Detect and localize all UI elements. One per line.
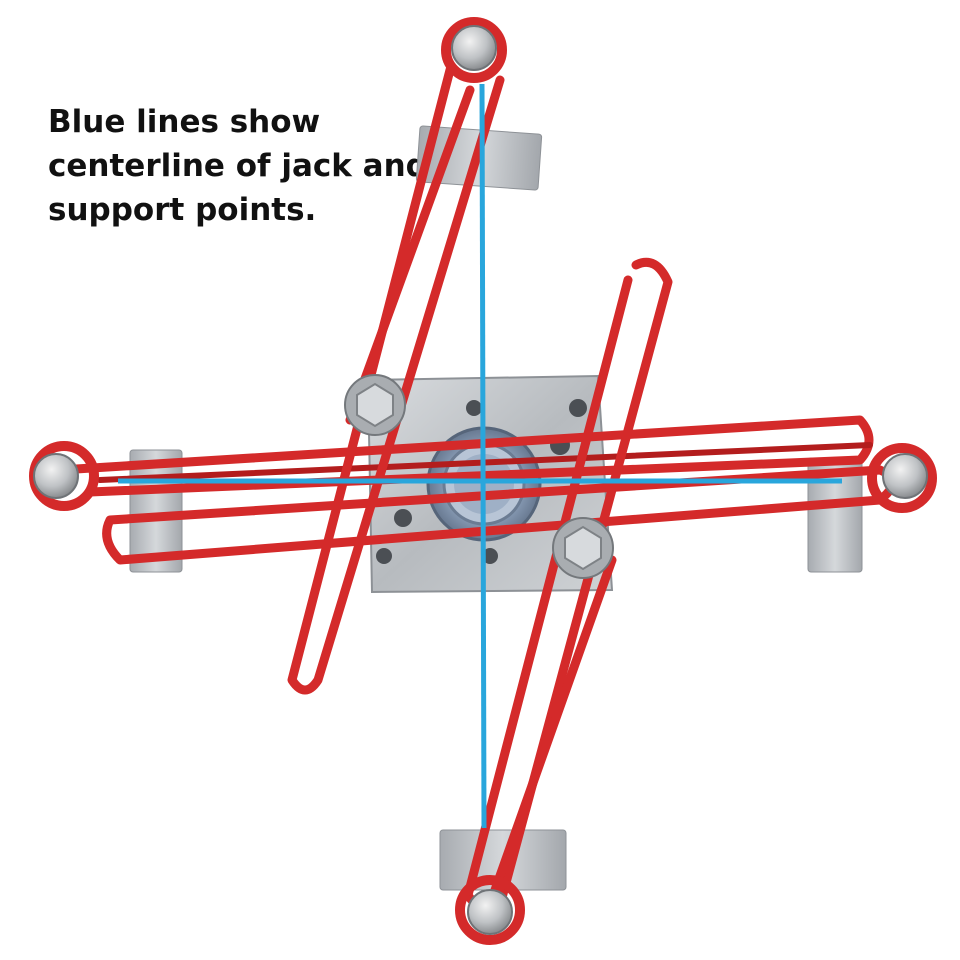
- bolt-lower-right: [552, 517, 614, 579]
- pin-bottom: [467, 889, 513, 935]
- pin-left: [33, 453, 79, 499]
- frame-diagonal-left: [287, 65, 505, 695]
- centerline-vertical: [479, 83, 487, 829]
- caption-line-1: Blue lines show: [48, 104, 321, 140]
- centerlines: [118, 83, 842, 829]
- support-pins: [33, 25, 928, 935]
- caption-line-2: centerline of jack and: [48, 148, 428, 184]
- caption-line-3: support points.: [48, 192, 317, 228]
- pin-right: [882, 453, 928, 499]
- frame-end-caps: [29, 17, 937, 945]
- frame-loop-upper: [55, 415, 874, 497]
- pivot-bolts: [344, 374, 614, 579]
- caption: Blue lines show centerline of jack and s…: [48, 100, 448, 232]
- pin-top: [451, 25, 497, 71]
- bolt-upper-left: [344, 374, 406, 436]
